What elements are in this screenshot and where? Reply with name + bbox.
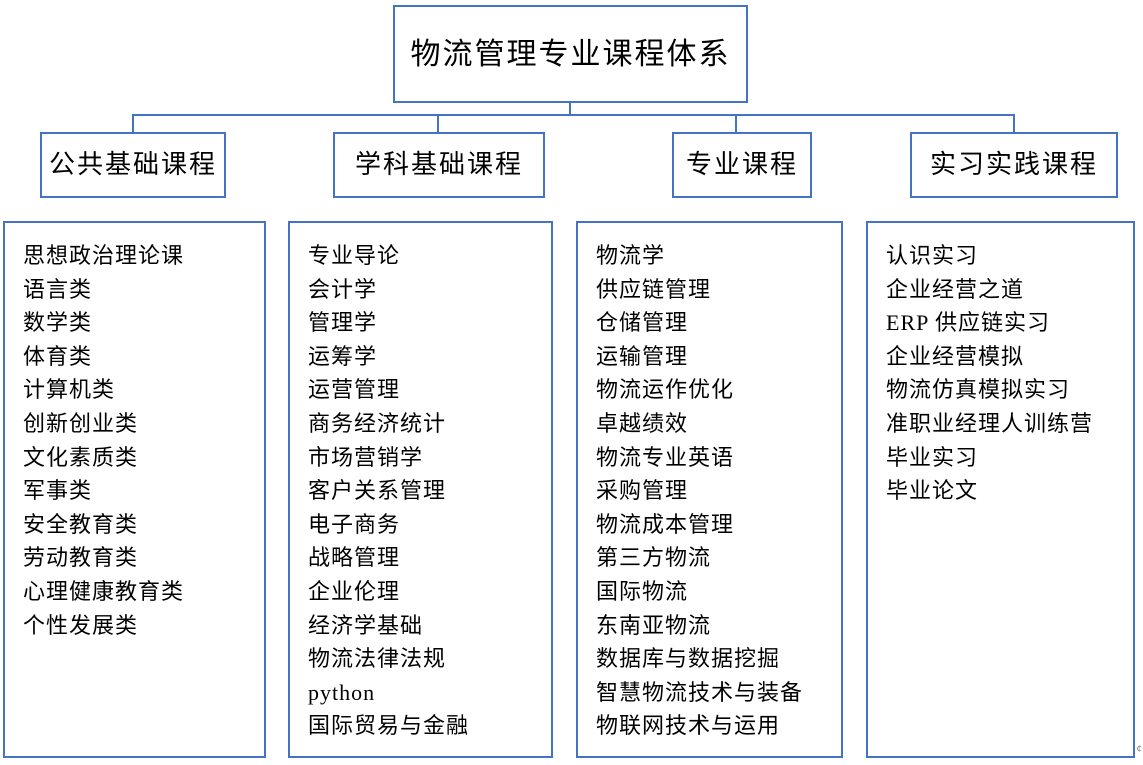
course-list-box-discipline-basic: 专业导论会计学管理学运筹学运营管理商务经济统计市场营销学客户关系管理电子商务战略…	[288, 221, 553, 758]
scan-edge-artifact: ¢	[1136, 743, 1143, 755]
connector-drop-public	[132, 114, 134, 133]
course-item: 电子商务	[308, 511, 401, 537]
course-item: 企业经营模拟	[886, 343, 1025, 369]
course-item: 第三方物流	[596, 545, 712, 571]
course-item: 国际物流	[596, 578, 689, 604]
course-item: 企业经营之道	[886, 276, 1025, 302]
course-item: 语言类	[23, 276, 93, 302]
course-item: 管理学	[308, 310, 378, 336]
course-item: 体育类	[23, 343, 93, 369]
course-item: 物联网技术与运用	[596, 713, 781, 739]
course-item: 智慧物流技术与装备	[596, 679, 804, 705]
course-item: 毕业论文	[886, 478, 979, 504]
course-item: ERP 供应链实习	[886, 310, 1051, 336]
connector-title-stem	[569, 103, 571, 116]
course-item: 物流学	[596, 243, 666, 268]
course-item: python	[308, 679, 376, 705]
category-label: 公共基础课程	[48, 149, 217, 179]
course-item: 劳动教育类	[23, 545, 139, 571]
course-item: 企业伦理	[308, 578, 401, 604]
course-item: 文化素质类	[23, 444, 139, 470]
course-item: 运输管理	[596, 343, 689, 369]
connector-drop-major	[735, 114, 737, 133]
course-item: 采购管理	[596, 478, 689, 504]
course-item: 东南亚物流	[596, 612, 712, 638]
category-label: 学科基础课程	[354, 149, 523, 179]
course-item: 个性发展类	[23, 612, 139, 638]
course-list-box-public-basic: 思想政治理论课语言类数学类体育类计算机类创新创业类文化素质类军事类安全教育类劳动…	[3, 221, 266, 758]
course-item: 卓越绩效	[596, 410, 689, 436]
course-item: 国际贸易与金融	[308, 713, 470, 739]
category-box-practice[interactable]: 实习实践课程	[910, 132, 1118, 198]
category-label: 专业课程	[685, 149, 798, 179]
course-item: 物流仿真模拟实习	[886, 377, 1071, 403]
category-box-discipline-basic[interactable]: 学科基础课程	[333, 132, 545, 198]
page-title: 物流管理专业课程体系	[410, 37, 731, 71]
course-item: 经济学基础	[308, 612, 424, 638]
course-item: 物流法律法规	[308, 646, 447, 672]
course-item: 客户关系管理	[308, 478, 447, 504]
course-item: 创新创业类	[23, 410, 139, 436]
connector-horizontal-bus	[132, 114, 1015, 116]
course-item: 准职业经理人训练营	[886, 410, 1094, 436]
course-item: 战略管理	[308, 545, 401, 571]
course-list: 物流学供应链管理仓储管理运输管理物流运作优化卓越绩效物流专业英语采购管理物流成本…	[596, 239, 841, 743]
course-item: 物流专业英语	[596, 444, 735, 470]
course-item: 计算机类	[23, 377, 116, 403]
course-item: 数学类	[23, 310, 93, 336]
category-box-major[interactable]: 专业课程	[672, 132, 812, 198]
category-box-public-basic[interactable]: 公共基础课程	[40, 132, 226, 198]
course-item: 专业导论	[308, 243, 401, 268]
course-list-box-practice: 认识实习企业经营之道 ERP 供应链实习企业经营模拟物流仿真模拟实习准职业经理人训…	[866, 221, 1135, 758]
category-label: 实习实践课程	[929, 149, 1098, 179]
course-item: 数据库与数据挖掘	[596, 646, 781, 672]
course-list: 思想政治理论课语言类数学类体育类计算机类创新创业类文化素质类军事类安全教育类劳动…	[23, 239, 264, 642]
course-item: 物流运作优化	[596, 377, 735, 403]
course-item: 毕业实习	[886, 444, 979, 470]
diagram-title-box: 物流管理专业课程体系	[393, 5, 748, 103]
course-item: 军事类	[23, 478, 93, 504]
course-list: 专业导论会计学管理学运筹学运营管理商务经济统计市场营销学客户关系管理电子商务战略…	[308, 239, 551, 743]
course-item: 运筹学	[308, 343, 378, 369]
course-item: 认识实习	[886, 243, 979, 268]
course-item: 心理健康教育类	[23, 578, 185, 604]
course-list: 认识实习企业经营之道 ERP 供应链实习企业经营模拟物流仿真模拟实习准职业经理人训…	[886, 239, 1133, 508]
course-item: 运营管理	[308, 377, 401, 403]
course-item: 安全教育类	[23, 511, 139, 537]
course-item: 仓储管理	[596, 310, 689, 336]
course-list-box-major: 物流学供应链管理仓储管理运输管理物流运作优化卓越绩效物流专业英语采购管理物流成本…	[576, 221, 843, 758]
course-item: 物流成本管理	[596, 511, 735, 537]
connector-drop-discipline	[437, 114, 439, 133]
course-item: 会计学	[308, 276, 378, 302]
course-item: 商务经济统计	[308, 410, 447, 436]
course-item: 思想政治理论课	[23, 243, 185, 268]
connector-drop-practice	[1013, 114, 1015, 133]
course-item: 市场营销学	[308, 444, 424, 470]
course-item: 供应链管理	[596, 276, 712, 302]
